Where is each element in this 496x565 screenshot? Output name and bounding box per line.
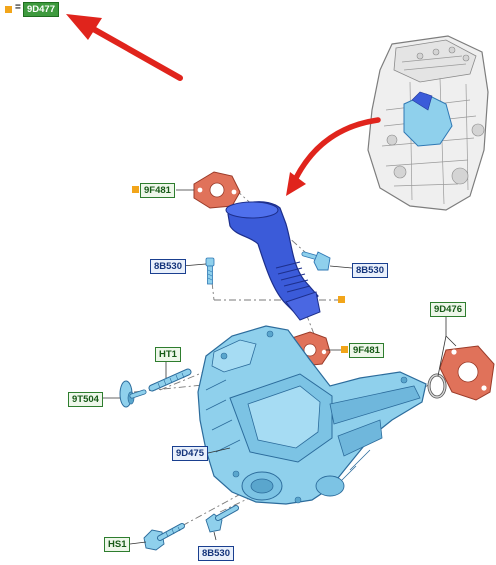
callout-gasket-lower: 9F481 (349, 343, 384, 358)
bolt-upper-right (301, 251, 331, 271)
legend-equals-sign: = (15, 2, 21, 13)
legend-marker-icon (5, 6, 12, 13)
egr-tube (225, 201, 321, 321)
bolt-bottom (143, 523, 185, 551)
callout-gasket-upper: 9F481 (140, 183, 175, 198)
pointer-arrow-from-engine (286, 117, 381, 196)
washer-bolt (119, 380, 147, 408)
tube-marker-icon (338, 296, 345, 303)
gasket-upper (193, 171, 241, 209)
callout-gasket-set: 9D476 (430, 302, 466, 317)
gasket-lower-marker-icon (341, 346, 348, 353)
callout-bolt-upper-left: 8B530 (150, 259, 186, 274)
gasket-set-ring-and-plate (427, 345, 495, 401)
engine-block-illustration (367, 35, 489, 211)
callout-washer-bolt: 9T504 (68, 392, 103, 407)
stud (148, 368, 192, 392)
egr-valve-assembly (197, 325, 427, 505)
bolt-upper-left (205, 257, 215, 285)
gasket-lower (289, 331, 331, 367)
callout-bolt-lower: 8B530 (198, 546, 234, 561)
legend-part-code: 9D477 (23, 2, 59, 17)
bolt-lower (205, 505, 239, 533)
callout-bolt-bottom: HS1 (104, 537, 131, 552)
pointer-arrow-to-legend (66, 14, 183, 81)
callout-stud: HT1 (155, 347, 181, 362)
callout-bolt-upper-right: 8B530 (352, 263, 388, 278)
gasket-upper-marker-icon (132, 186, 139, 193)
callout-egr-valve: 9D475 (172, 446, 208, 461)
